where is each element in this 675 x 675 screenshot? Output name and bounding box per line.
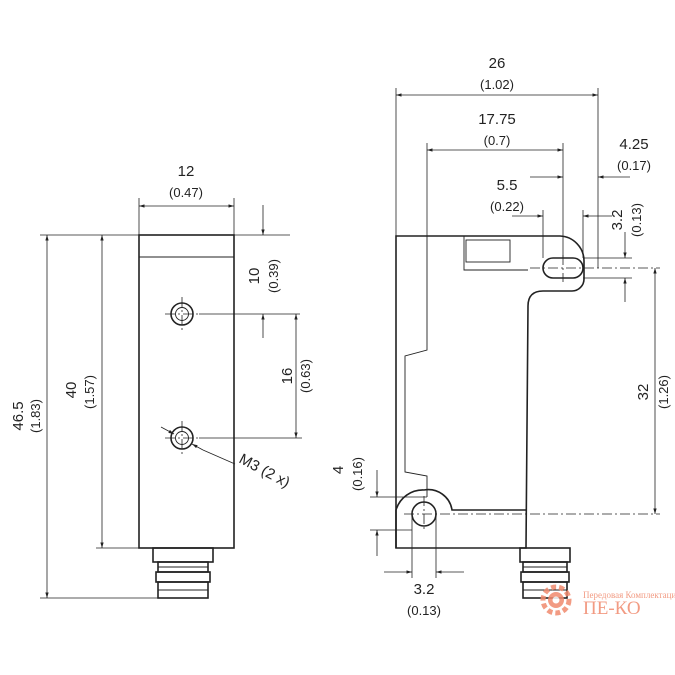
- front-dim-body-height: [96, 235, 139, 549]
- front-hole-upper: [165, 297, 199, 331]
- side-dim-lower-offset: [370, 470, 427, 556]
- front-overall-height-inch: (1.83): [28, 399, 43, 433]
- front-top-to-hole-inch: (0.39): [266, 259, 281, 293]
- side-dim-hole-to-edge: [426, 143, 564, 258]
- side-hole-to-edge-value: 17.75: [478, 111, 516, 128]
- front-dim-hole-spacing: [199, 314, 302, 439]
- side-hole-to-right-value: 4.25: [619, 136, 648, 153]
- side-inner-pocket: [404, 236, 428, 497]
- front-hole-spacing-inch: (0.63): [298, 359, 313, 393]
- front-view: [40, 198, 302, 599]
- front-thread-label: M3 (2 x): [236, 451, 293, 492]
- front-width-inch: (0.47): [169, 185, 203, 200]
- side-lower-tab: [395, 488, 526, 548]
- side-hole-spacing-inch: (1.26): [656, 375, 671, 409]
- side-slot-length-inch: (0.22): [490, 199, 524, 214]
- front-body-outline: [138, 234, 235, 549]
- side-lower-offset-inch: (0.16): [350, 457, 365, 491]
- front-dim-top-to-hole: [199, 205, 300, 338]
- side-lower-hole-inch: (0.13): [407, 603, 441, 618]
- front-dim-overall-height: [40, 234, 158, 599]
- side-hole-spacing-value: 32: [635, 384, 652, 401]
- front-thread-leader: [160, 426, 236, 465]
- side-dim-lower-hole: [384, 514, 464, 578]
- side-hole-to-right-inch: (0.17): [617, 158, 651, 173]
- watermark-logo: Передовая Комплектация ПЕ-КО: [540, 584, 675, 619]
- front-overall-height-value: 46.5: [10, 401, 27, 430]
- front-hole-lower: [165, 421, 199, 455]
- watermark-tagline: Передовая Комплектация: [583, 590, 675, 600]
- watermark-brand: ПЕ-КО: [583, 598, 641, 619]
- side-dim-slot-length: [512, 210, 612, 258]
- side-inner-recess: [463, 236, 528, 271]
- side-hole-to-edge-inch: (0.7): [484, 133, 511, 148]
- side-lower-offset-value-text: 4: [330, 466, 347, 474]
- gear-icon: [540, 584, 572, 616]
- side-body-outline: [395, 235, 585, 549]
- side-slot-length-value: 5.5: [497, 177, 518, 194]
- side-top-notch: [465, 239, 511, 263]
- front-top-to-hole-value: 10: [246, 268, 263, 285]
- side-slot-width-value: 3.2: [609, 210, 626, 231]
- side-overall-width-inch: (1.02): [480, 77, 514, 92]
- front-width-value: 12: [178, 163, 195, 180]
- side-overall-width-value: 26: [489, 55, 506, 72]
- side-dim-slot-width: [583, 232, 632, 302]
- front-connector: [152, 547, 214, 599]
- front-body-height-value: 40: [63, 382, 80, 399]
- side-lower-hole-value: 3.2: [414, 581, 435, 598]
- front-dim-width: [138, 198, 235, 235]
- side-lower-hole: [404, 496, 660, 532]
- side-slot-width-inch: (0.13): [629, 203, 644, 237]
- front-body-height-inch: (1.57): [82, 375, 97, 409]
- front-hole-spacing-value: 16: [279, 368, 296, 385]
